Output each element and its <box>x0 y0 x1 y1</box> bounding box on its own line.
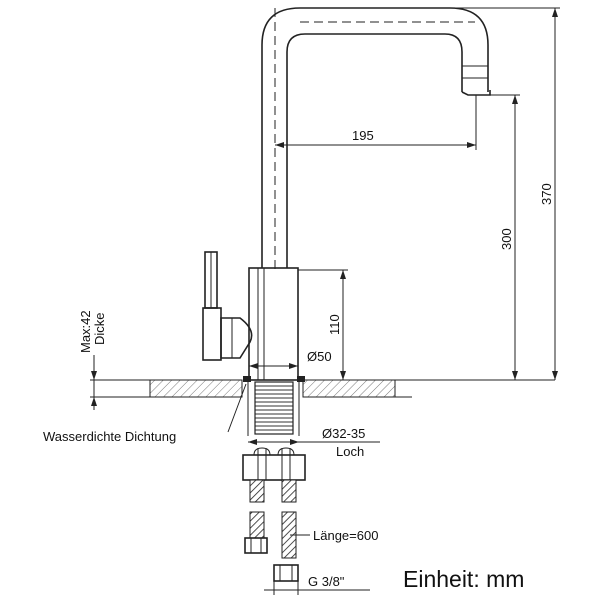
countertop <box>90 379 555 398</box>
thread-label: G 3/8" <box>308 574 345 589</box>
faucet-handle <box>202 251 253 361</box>
body-height-label: 110 <box>327 314 342 335</box>
dimension-thread <box>264 581 370 595</box>
faucet-spout <box>261 7 491 268</box>
dimension-hole <box>248 439 380 445</box>
total-height-label: 370 <box>539 183 554 205</box>
seal-leader <box>227 383 247 433</box>
body-diameter-label: Ø50 <box>307 349 332 364</box>
threaded-shank <box>247 381 300 436</box>
hole-diameter-label: Ø32-35 <box>322 426 365 441</box>
mounting-nut <box>242 447 306 481</box>
faucet-base-body <box>248 267 299 381</box>
dimension-total-height <box>452 7 560 380</box>
dimension-spout-height <box>490 94 520 380</box>
braided-hoses <box>244 479 299 582</box>
max-thickness-label: Max:42 <box>78 310 93 353</box>
thickness-word-label: Dicke <box>92 312 107 345</box>
dimension-thickness <box>91 355 97 410</box>
unit-label: Einheit: mm <box>403 566 524 592</box>
seal-label: Wasserdichte Dichtung <box>43 429 176 444</box>
dimension-body-diameter <box>249 363 298 369</box>
spout-height-label: 300 <box>499 228 514 250</box>
dimension-reach <box>275 95 477 150</box>
hole-word-label: Loch <box>336 444 364 459</box>
seal-washer <box>243 376 305 382</box>
hose-length-label: Länge=600 <box>313 528 378 543</box>
reach-label: 195 <box>352 128 374 143</box>
dimension-body-height <box>298 269 348 380</box>
